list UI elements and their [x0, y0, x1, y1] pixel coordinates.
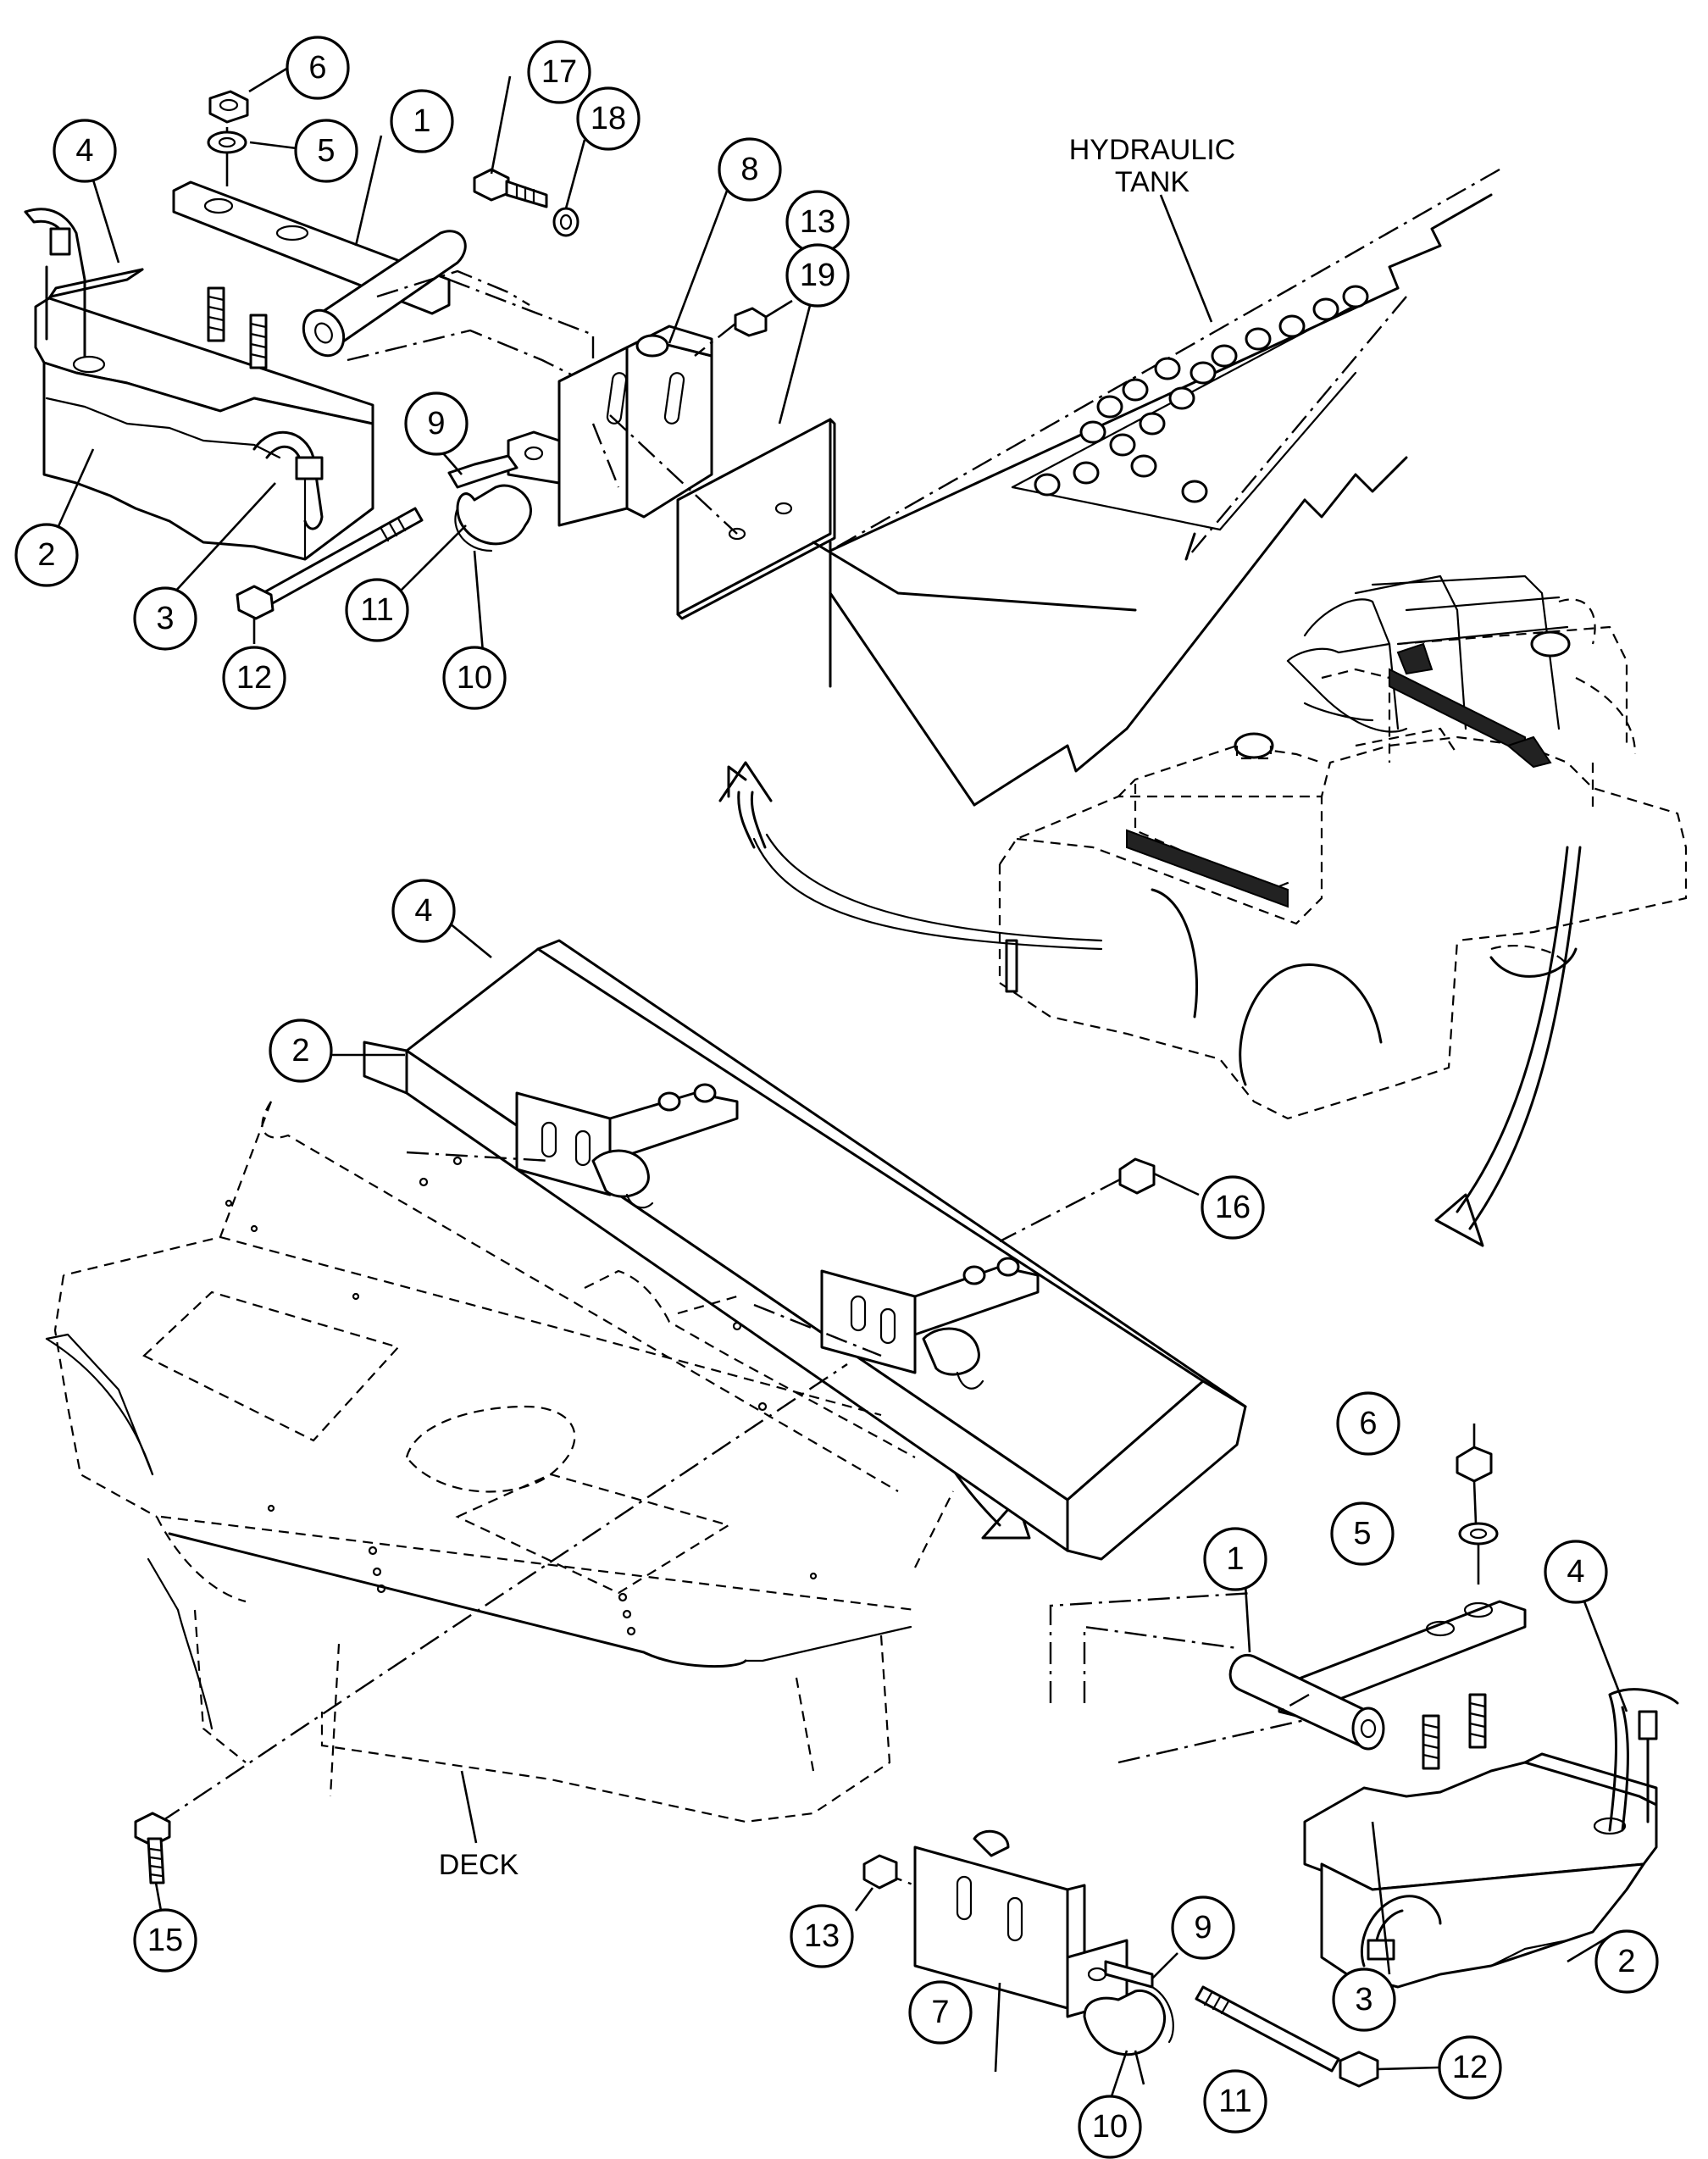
svg-text:15: 15: [147, 1923, 183, 1958]
callout-1: 1: [390, 89, 454, 153]
deck-label: DECK: [439, 1849, 519, 1881]
svg-text:4: 4: [75, 133, 93, 169]
svg-text:1: 1: [1226, 1541, 1244, 1577]
callout-12: 12: [222, 646, 286, 710]
callouts-bottom-right: 6 5 1 4 9 13 2 7 3 12 11 10: [790, 1391, 1659, 2159]
callout-19: 19: [785, 243, 850, 308]
svg-text:10: 10: [457, 660, 492, 696]
callout-3: 3: [133, 586, 197, 651]
callout-4-br: 4: [1544, 1540, 1608, 1604]
svg-text:3: 3: [156, 601, 174, 636]
callout-5: 5: [294, 119, 358, 183]
callout-1-br: 1: [1203, 1527, 1267, 1591]
svg-text:17: 17: [541, 54, 577, 90]
callout-10: 10: [442, 646, 507, 710]
callout-leaders: [53, 66, 1628, 2128]
svg-text:7: 7: [931, 1995, 949, 2030]
svg-text:4: 4: [1567, 1554, 1584, 1590]
callout-10-br: 10: [1078, 2095, 1142, 2159]
hydraulic-tank-label-line2: TANK: [1115, 166, 1190, 198]
callout-3-br: 3: [1332, 1968, 1396, 2032]
svg-text:2: 2: [37, 537, 55, 573]
callout-6-br: 6: [1336, 1391, 1400, 1456]
callout-7: 7: [908, 1980, 973, 2045]
callout-6: 6: [286, 36, 350, 100]
svg-text:8: 8: [740, 152, 758, 187]
callout-13: 13: [785, 190, 850, 254]
callout-15: 15: [133, 1908, 197, 1973]
tank-bolt-row: [1034, 285, 1369, 503]
callout-18: 18: [576, 86, 640, 151]
svg-text:5: 5: [1353, 1516, 1371, 1551]
callouts-top-left: 6 4 5 1 17 18 8 13 19 9 2 3 11 12 10: [14, 36, 850, 710]
callout-11: 11: [345, 578, 409, 642]
callout-4-middle: 4: [391, 879, 456, 943]
callout-9: 9: [404, 391, 469, 456]
svg-text:19: 19: [800, 258, 835, 293]
callout-8: 8: [718, 137, 782, 202]
callout-2-middle: 2: [269, 1018, 333, 1083]
deck: [45, 1101, 954, 1912]
callout-11-br: 11: [1203, 2069, 1267, 2134]
mower-machine: [998, 574, 1688, 1120]
svg-text:13: 13: [800, 204, 835, 240]
svg-text:13: 13: [804, 1918, 840, 1954]
svg-text:18: 18: [591, 101, 626, 136]
svg-text:16: 16: [1215, 1190, 1250, 1225]
svg-text:6: 6: [1359, 1406, 1377, 1441]
callouts-middle: 4 2 16 15: [133, 879, 1265, 1973]
svg-text:11: 11: [1218, 2084, 1251, 2119]
callout-4: 4: [53, 119, 117, 183]
callout-9-br: 9: [1171, 1895, 1235, 1960]
svg-text:2: 2: [1617, 1944, 1635, 1979]
svg-text:11: 11: [360, 592, 393, 628]
svg-text:12: 12: [236, 660, 272, 696]
svg-text:9: 9: [427, 406, 445, 441]
callout-2: 2: [14, 523, 79, 587]
svg-text:10: 10: [1092, 2109, 1128, 2145]
svg-text:4: 4: [414, 893, 432, 929]
callout-17: 17: [527, 40, 591, 104]
top-left-assembly: [24, 90, 1500, 807]
callout-2-br: 2: [1594, 1929, 1659, 1994]
svg-text:2: 2: [291, 1033, 309, 1068]
svg-text:3: 3: [1355, 1982, 1372, 2017]
hydraulic-tank-label-line1: HYDRAULIC: [1069, 134, 1235, 166]
callout-5-br: 5: [1330, 1501, 1395, 1566]
bottom-right-assembly: [854, 1424, 1679, 2088]
svg-text:6: 6: [308, 50, 326, 86]
svg-text:1: 1: [413, 103, 430, 139]
callout-12-br: 12: [1438, 2035, 1502, 2100]
middle-bar-assembly: [160, 939, 1247, 1823]
callout-13-br: 13: [790, 1904, 854, 1968]
callout-16: 16: [1201, 1175, 1265, 1240]
svg-text:12: 12: [1452, 2050, 1488, 2085]
svg-text:5: 5: [317, 133, 335, 169]
svg-text:9: 9: [1194, 1910, 1212, 1945]
